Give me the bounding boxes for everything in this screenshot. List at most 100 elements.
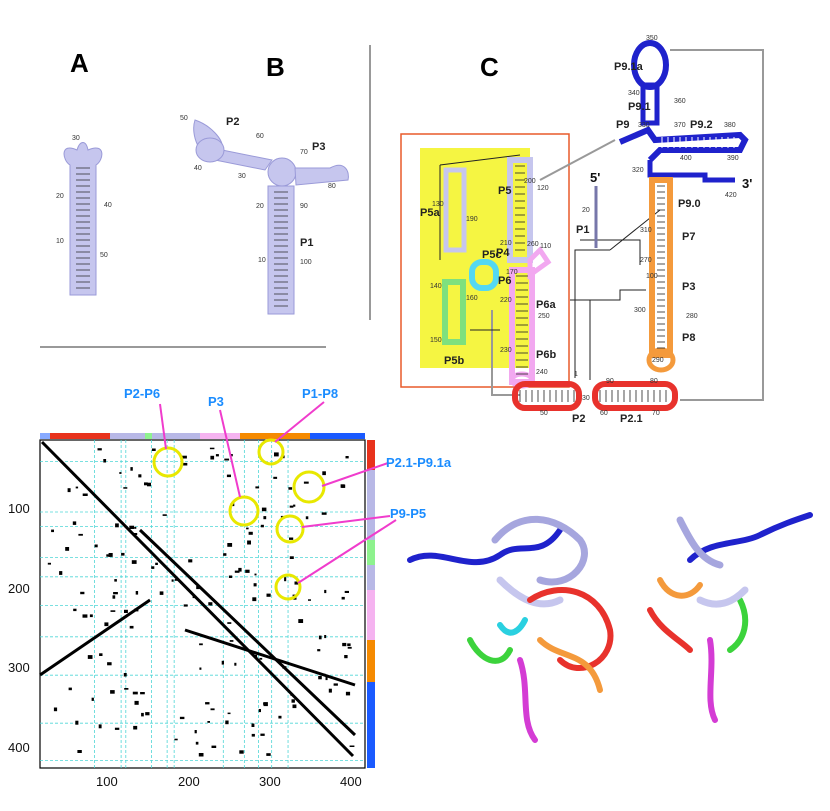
num-label: 230	[500, 347, 512, 354]
contact-point	[254, 573, 257, 576]
contact-point	[132, 691, 138, 695]
helix-label-p9-1: P9.1	[628, 101, 651, 113]
contact-point	[258, 709, 261, 713]
contact-point	[263, 516, 267, 520]
contact-point	[294, 581, 299, 585]
num-label: 30	[582, 395, 590, 402]
y-tick-label: 400	[8, 740, 30, 755]
contact-point	[75, 720, 79, 725]
contact-point	[97, 448, 102, 451]
contact-point	[179, 716, 185, 720]
num-label: 360	[674, 98, 686, 105]
contact-point	[229, 640, 234, 642]
num-label: 290	[652, 357, 664, 364]
num-label: 1	[574, 371, 578, 378]
num-label: 40	[194, 165, 202, 172]
num-label: 320	[632, 167, 644, 174]
contact-point	[227, 543, 233, 547]
contact-point	[273, 476, 278, 479]
contact-point	[151, 566, 155, 569]
domain-color-segment	[367, 440, 375, 470]
num-label: 10	[258, 257, 266, 264]
contact-point	[342, 642, 347, 647]
x-tick-label: 200	[178, 774, 200, 789]
num-label: 250	[538, 313, 550, 320]
contact-point	[123, 673, 127, 677]
contact-point	[103, 459, 107, 463]
contact-point	[198, 753, 204, 757]
p7-p3-p8-domain	[646, 177, 676, 373]
panel-a-numbers: 30 20 40 10 50	[56, 135, 112, 259]
x-tick-label: 400	[340, 774, 362, 789]
helix-label-p2-1: P2.1	[620, 413, 643, 425]
domain-color-segment	[40, 433, 50, 439]
contact-point	[291, 699, 295, 703]
contact-point	[194, 730, 197, 734]
tertiary-structure-view-2	[647, 512, 813, 723]
secondary-diagonal	[138, 528, 357, 737]
contact-point	[251, 733, 255, 737]
contact-point	[266, 753, 271, 756]
contact-point	[130, 467, 133, 471]
contact-point	[282, 666, 287, 669]
num-label: 60	[256, 133, 264, 140]
contact-point	[234, 662, 237, 666]
contact-point	[239, 750, 244, 754]
helix-label-p9: P9	[616, 119, 629, 131]
num-label: 50	[180, 115, 188, 122]
helix-label-p5b: P5b	[444, 355, 464, 367]
contact-point	[238, 567, 242, 572]
contact-point	[87, 655, 93, 659]
helix-label-p3: P3	[682, 281, 695, 293]
helix-label-p7: P7	[682, 231, 695, 243]
panel-label-b: B	[266, 52, 285, 82]
x-tick-label: 300	[259, 774, 281, 789]
domain-color-segment	[310, 433, 365, 439]
helix-label-p6a: P6a	[536, 299, 556, 311]
contact-point	[134, 526, 137, 529]
contact-point	[77, 750, 82, 753]
contact-point	[112, 595, 116, 599]
num-label: 70	[300, 149, 308, 156]
anti-diagonal	[39, 598, 151, 677]
num-label: 90	[300, 203, 308, 210]
contact-point	[67, 488, 71, 493]
num-label: 400	[680, 155, 692, 162]
contact-point	[134, 608, 139, 612]
domain-color-segment	[367, 540, 375, 565]
three-prime-end: 3'	[742, 176, 752, 191]
contact-point	[245, 569, 250, 573]
num-label: 390	[727, 155, 739, 162]
num-label: 130	[432, 201, 444, 208]
domain-color-segment	[367, 565, 375, 590]
contact-point	[175, 578, 178, 580]
panel-label-a: A	[70, 48, 89, 78]
contact-point	[227, 622, 232, 624]
helix-label-p5: P5	[498, 185, 511, 197]
helix-label-p1: P1	[576, 224, 589, 236]
contact-point	[91, 697, 94, 701]
num-label: 350	[646, 35, 658, 42]
panel-b-numbers: 50 60 70 40 30 80 20 90 10 100	[180, 115, 336, 266]
panel-label-c: C	[480, 52, 499, 82]
contact-map-contacts	[47, 447, 355, 757]
contact-point	[209, 447, 215, 450]
anti-diagonal	[184, 628, 356, 687]
contact-point	[255, 486, 260, 489]
contact-point	[65, 547, 70, 551]
contact-point	[133, 725, 138, 730]
contact-point	[147, 482, 151, 487]
num-label: 90	[606, 378, 614, 385]
panel-a-hairpin	[63, 142, 103, 296]
contact-point	[324, 589, 327, 594]
domain-color-segment	[240, 433, 310, 439]
helix-label-p2: P2	[226, 116, 239, 128]
contact-point	[114, 579, 117, 582]
contact-point	[140, 692, 145, 695]
contact-point	[328, 688, 332, 693]
helix-label-p9-1a: P9.1a	[614, 61, 644, 73]
contact-point	[298, 619, 304, 623]
contact-point	[124, 688, 129, 690]
contact-point	[145, 712, 150, 716]
contact-point	[280, 515, 284, 518]
